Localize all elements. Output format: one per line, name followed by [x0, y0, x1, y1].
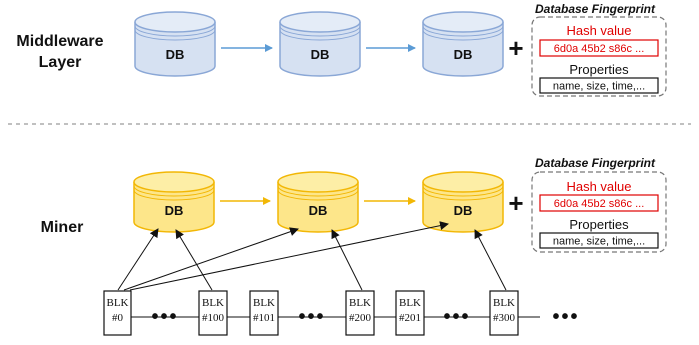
- miner-hash-value-box: [539, 194, 659, 212]
- middleware-props-value: name, size, time,...: [553, 81, 645, 93]
- chain-ellipsis: •••: [298, 306, 325, 328]
- block-300: BLK #300: [489, 290, 519, 336]
- block-101-label: BLK: [253, 297, 275, 309]
- block-100: BLK #100: [198, 290, 228, 336]
- block-300-number: #300: [493, 312, 516, 324]
- miner-db-1-label: DB: [165, 203, 184, 218]
- blk0-to-db1-arrow: [117, 228, 159, 291]
- block-0: BLK #0: [103, 290, 132, 336]
- middleware-db-1: DB: [134, 11, 216, 77]
- blk0-to-db2-arrow: [123, 227, 299, 291]
- middleware-fingerprint: Database Fingerprint Hash value 6d0a 45b…: [531, 2, 667, 97]
- block-0-number: #0: [112, 312, 124, 324]
- block-300-label: BLK: [493, 297, 515, 309]
- middleware-label-line2: Layer: [39, 54, 82, 71]
- miner-hash-value: 6d0a 45b2 s86c ...: [554, 198, 645, 210]
- blk100-to-db1-arrow: [175, 229, 213, 291]
- middleware-hash-label: Hash value: [566, 23, 631, 38]
- block-200-number: #200: [349, 312, 372, 324]
- middleware-hash-value-box: [539, 39, 659, 57]
- miner-fingerprint-box: [531, 171, 667, 253]
- middleware-props-value-box: [539, 77, 659, 94]
- miner-fingerprint: Database Fingerprint Hash value 6d0a 45b…: [531, 156, 667, 253]
- miner-label: Miner: [41, 219, 84, 236]
- middleware-hash-value: 6d0a 45b2 s86c ...: [554, 43, 645, 55]
- miner-db-3-label: DB: [454, 203, 473, 218]
- miner-plus-sign: +: [508, 188, 523, 218]
- miner-section: Miner DB DB DB +: [41, 156, 667, 336]
- middleware-db-3-label: DB: [454, 47, 473, 62]
- miner-props-value: name, size, time,...: [553, 236, 645, 248]
- chain-ellipsis: •••: [552, 306, 579, 328]
- block-201-number: #201: [399, 312, 421, 324]
- chain-ellipsis: •••: [443, 306, 470, 328]
- middleware-fingerprint-title: Database Fingerprint: [535, 2, 656, 16]
- miner-db-1: DB: [133, 171, 215, 233]
- miner-fingerprint-title: Database Fingerprint: [535, 156, 656, 170]
- miner-db-2: DB: [277, 171, 359, 233]
- middleware-label-line1: Middleware: [16, 33, 103, 50]
- blk0-to-db3-arrow: [129, 221, 449, 291]
- middleware-db-1-label: DB: [166, 47, 185, 62]
- miner-db-2-label: DB: [309, 203, 328, 218]
- miner-hash-label: Hash value: [566, 179, 631, 194]
- block-101: BLK #101: [249, 290, 279, 336]
- miner-db-3: DB: [422, 171, 504, 233]
- middleware-db-3: DB: [422, 11, 504, 77]
- middleware-plus-sign: +: [508, 33, 523, 63]
- blk200-to-db2-arrow: [331, 229, 363, 291]
- block-0-label: BLK: [107, 297, 129, 309]
- block-200: BLK #200: [345, 290, 375, 336]
- middleware-fingerprint-box: [531, 16, 667, 97]
- middleware-section: Middleware Layer DB DB DB +: [16, 2, 667, 97]
- block-201: BLK #201: [395, 290, 425, 336]
- middleware-db-2: DB: [279, 11, 361, 77]
- miner-props-value-box: [539, 232, 659, 249]
- chain-ellipsis: •••: [151, 306, 178, 328]
- miner-props-label: Properties: [569, 217, 629, 232]
- block-201-label: BLK: [399, 297, 421, 309]
- blk300-to-db3-arrow: [474, 229, 507, 291]
- block-200-label: BLK: [349, 297, 371, 309]
- block-101-number: #101: [253, 312, 275, 324]
- middleware-db-2-label: DB: [311, 47, 330, 62]
- block-100-label: BLK: [202, 297, 224, 309]
- middleware-props-label: Properties: [569, 62, 629, 77]
- block-chain: ••• ••• ••• ••• BLK #0 BLK #100 BLK #101: [103, 290, 579, 336]
- block-100-number: #100: [202, 312, 225, 324]
